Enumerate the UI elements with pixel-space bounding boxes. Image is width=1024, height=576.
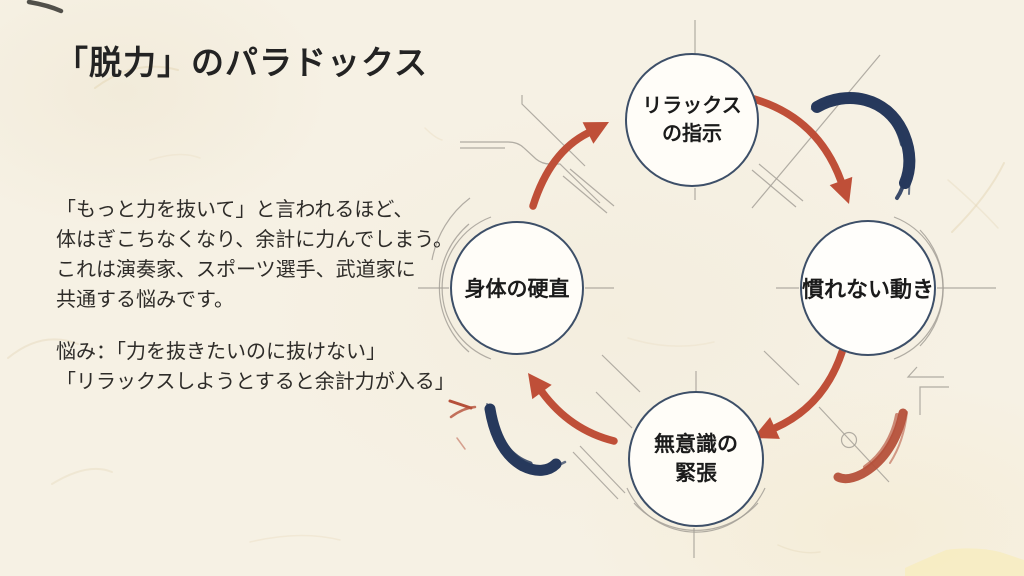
technical-decor-lines bbox=[418, 20, 996, 558]
brush-stroke-red-bottom-right bbox=[833, 408, 908, 484]
body-paragraph-problem: 「もっと力を抜いて」と言われるほど、 体はぎこちなくなり、余計に力んでしまう。 … bbox=[56, 195, 453, 315]
paper-patch-bottom-right bbox=[905, 548, 1024, 576]
cycle-arrows bbox=[528, 95, 853, 445]
node-label-line: 緊張 bbox=[675, 462, 717, 485]
cycle-node-unfamiliar-movement: 慣れない動き bbox=[800, 220, 936, 356]
body-line: これは演奏家、スポーツ選手、武道家に bbox=[56, 259, 416, 281]
body-line: 悩み：「力を抜きたいのに抜けない」 bbox=[56, 341, 386, 363]
page-title: 「脱力」のパラドックス bbox=[55, 46, 429, 82]
cycle-node-unconscious-tension: 無意識の 緊張 bbox=[628, 391, 764, 527]
arrow-top-to-right bbox=[750, 95, 853, 204]
arrow-left-to-top bbox=[529, 122, 609, 210]
arrow-right-to-bottom bbox=[753, 348, 846, 439]
paper-fiber-texture bbox=[7, 65, 1005, 554]
body-line: 「リラックスしようとすると余計力が入る」 bbox=[56, 371, 455, 393]
cycle-node-relax-instruction: リラックス の指示 bbox=[625, 53, 759, 187]
node-label-line: の指示 bbox=[662, 123, 722, 145]
body-paragraph-worries: 悩み：「力を抜きたいのに抜けない」 「リラックスしようとすると余計力が入る」 bbox=[56, 337, 455, 397]
cycle-node-body-stiffening: 身体の硬直 bbox=[450, 221, 584, 355]
body-line: 体はぎこちなくなり、余計に力んでしまう。 bbox=[56, 229, 453, 251]
arrow-bottom-to-left bbox=[528, 373, 618, 445]
brush-flick-red-left bbox=[448, 399, 477, 450]
ink-mark-top-left bbox=[26, 0, 64, 14]
brush-stroke-navy-top-right bbox=[810, 92, 916, 200]
node-label-line: リラックス bbox=[642, 95, 742, 117]
body-line: 共通する悩みです。 bbox=[56, 289, 234, 311]
body-line: 「もっと力を抜いて」と言われるほど、 bbox=[56, 199, 414, 221]
node-label-line: 身体の硬直 bbox=[464, 278, 570, 301]
node-label-line: 無意識の bbox=[654, 433, 738, 456]
brush-stroke-navy-bottom-left bbox=[484, 403, 567, 476]
node-label-line: 慣れない動き bbox=[802, 277, 935, 302]
